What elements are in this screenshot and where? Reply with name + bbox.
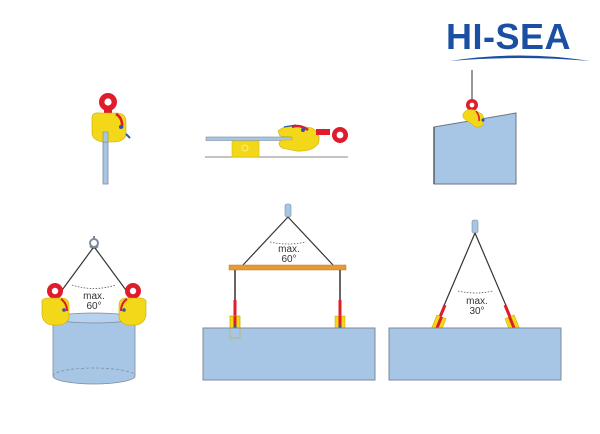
panel-vertical-lift bbox=[91, 93, 131, 185]
drum bbox=[52, 318, 136, 385]
horizontal-plate bbox=[202, 327, 376, 381]
angle-label-line2: 60° bbox=[281, 254, 296, 265]
panel-two-leg-sling-lift: max. 30° bbox=[388, 219, 562, 381]
top-shackle bbox=[284, 203, 292, 218]
support-block bbox=[231, 140, 260, 158]
logo-text: HI-SEA bbox=[446, 16, 572, 57]
angle-label-line2: 60° bbox=[86, 301, 101, 312]
clamp-icon-left bbox=[40, 282, 70, 326]
angle-label-line1: max. bbox=[466, 296, 488, 307]
sling-left bbox=[56, 247, 94, 298]
angle-label-line1: max. bbox=[83, 291, 105, 302]
sling-right bbox=[94, 247, 132, 298]
hi-sea-logo: HI-SEA bbox=[446, 18, 594, 62]
angle-label-line1: max. bbox=[278, 244, 300, 255]
clamp-icon bbox=[462, 99, 485, 128]
clamp-icon bbox=[91, 93, 131, 143]
logo-swoosh-icon bbox=[450, 55, 590, 61]
horizontal-plate bbox=[388, 327, 562, 381]
panel-drum-lift: max. 60° bbox=[40, 236, 148, 385]
panel-spreader-beam-lift: max. 60° bbox=[202, 203, 376, 381]
angle-label-line2: 30° bbox=[469, 306, 484, 317]
panel-horizontal-insert bbox=[205, 124, 348, 158]
clamp-icon bbox=[277, 124, 348, 152]
clamp-icon-right bbox=[118, 282, 148, 326]
top-shackle bbox=[471, 219, 479, 234]
panel-plate-edge-lift bbox=[433, 70, 517, 185]
spreader-beam bbox=[228, 264, 347, 271]
horizontal-plate bbox=[205, 136, 295, 141]
